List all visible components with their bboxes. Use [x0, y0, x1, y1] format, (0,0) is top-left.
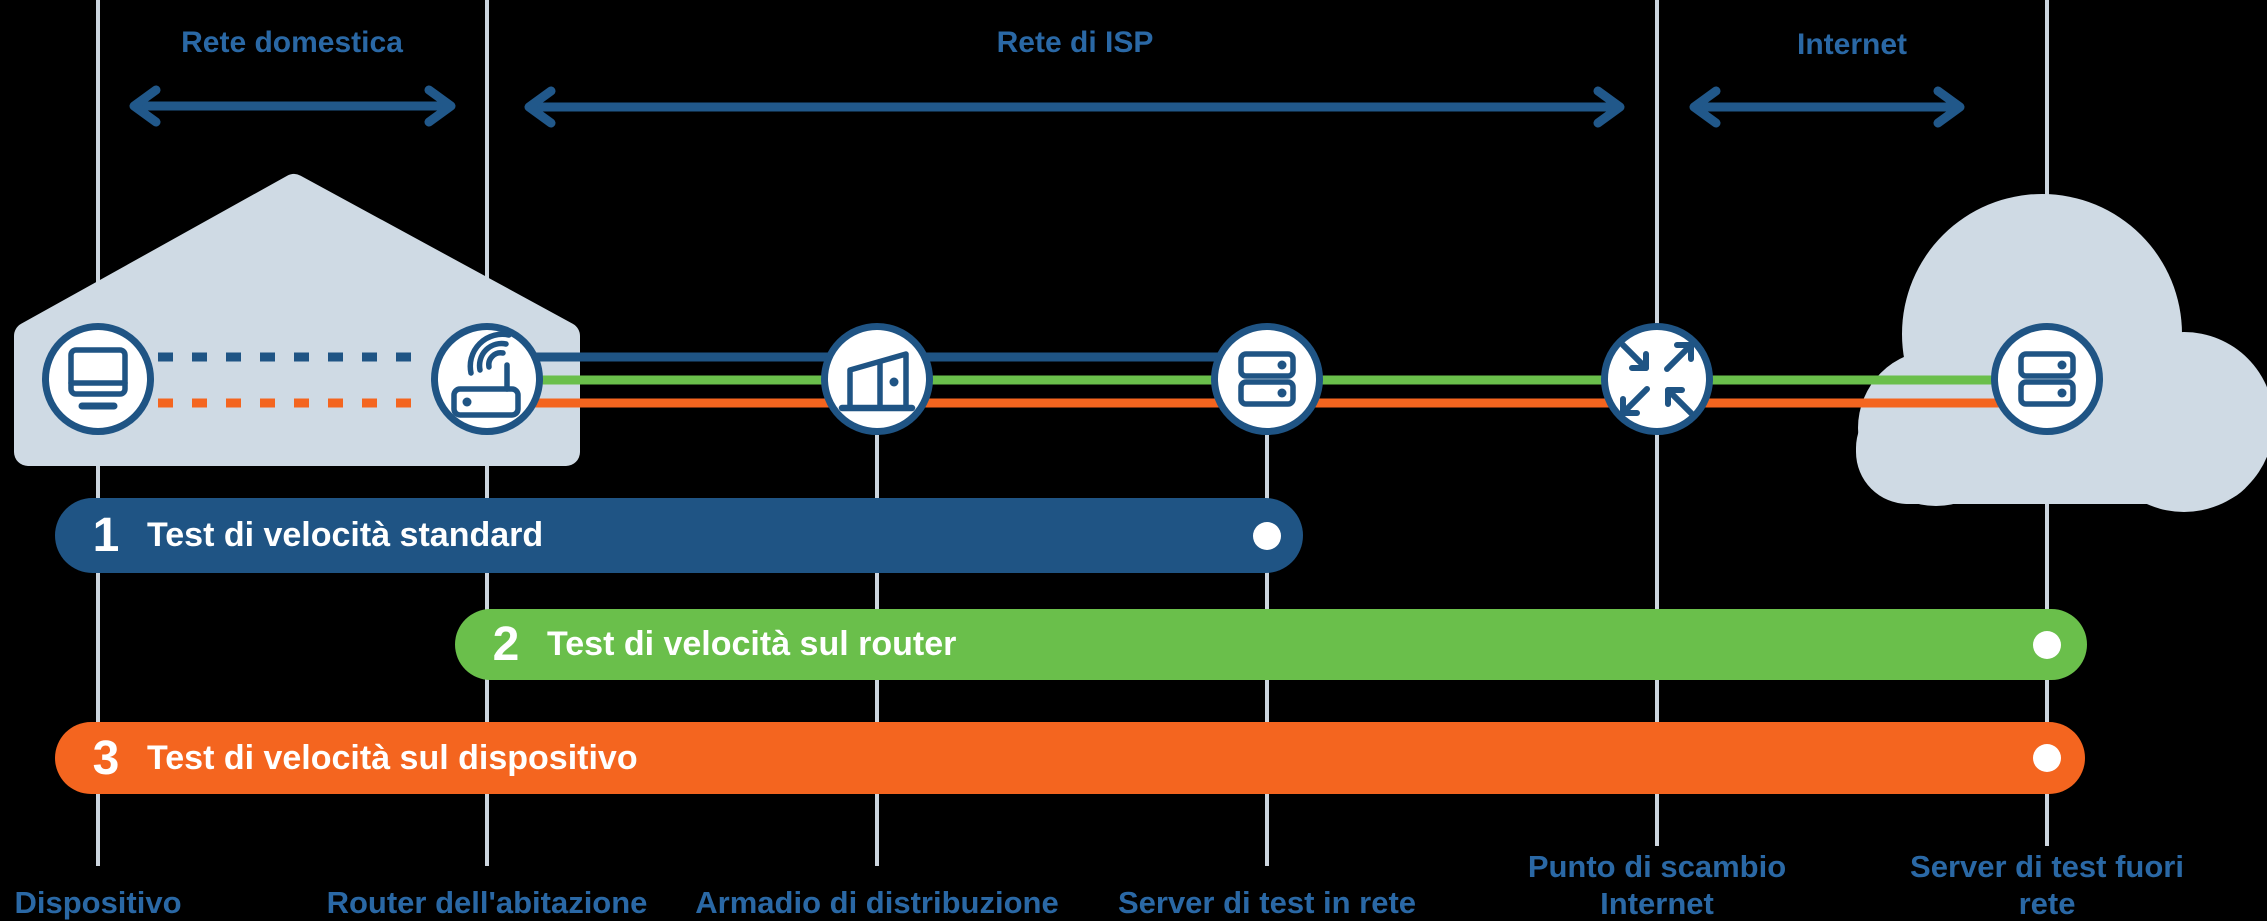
- endpoint-dot: [1253, 521, 1281, 550]
- exchange-arrows-icon: [1620, 342, 1694, 416]
- isp-network-arrow: [524, 86, 1625, 128]
- endpoint-dot: [2033, 630, 2061, 659]
- test-bar-router: 2 Test di velocità sul router: [455, 609, 2087, 680]
- node-label-cabinet: Armadio di distribuzione: [695, 885, 1059, 920]
- section-label-internet: Internet: [1796, 28, 1908, 61]
- node-label-device: Dispositivo: [14, 885, 182, 920]
- test-label: Test di velocità sul dispositivo: [147, 738, 638, 777]
- node-label-in-net-server: Server di test in rete: [1117, 885, 1417, 920]
- test-label: Test di velocità sul router: [547, 625, 957, 663]
- cloud-server-icon: [2018, 351, 2076, 407]
- internet-arrow: [1689, 86, 1965, 128]
- section-label-home-network: Rete domestica: [181, 26, 403, 59]
- node-label-off-net-server: Server di test fuori rete: [1910, 849, 2184, 921]
- node-label-exchange-point: Punto di scambio Internet: [1527, 849, 1787, 921]
- endpoint-dot: [2033, 744, 2061, 772]
- street-cabinet-icon: [838, 351, 916, 412]
- home-network-arrow: [129, 85, 456, 127]
- node-label-home-router: Router dell'abitazione: [326, 885, 648, 920]
- test-bar-standard: 1 Test di velocità standard: [55, 498, 1303, 573]
- computer-icon: [68, 347, 128, 410]
- test-number: 1: [92, 509, 120, 562]
- test-number: 2: [492, 618, 520, 671]
- server-icon: [1238, 351, 1296, 407]
- section-range-arrows: [129, 85, 1965, 128]
- test-number: 3: [92, 731, 120, 785]
- test-bar-device: 3 Test di velocità sul dispositivo: [55, 722, 2085, 794]
- section-label-isp-network: Rete di ISP: [996, 26, 1154, 59]
- wifi-router-icon: [451, 331, 521, 418]
- test-label: Test di velocità standard: [147, 516, 544, 554]
